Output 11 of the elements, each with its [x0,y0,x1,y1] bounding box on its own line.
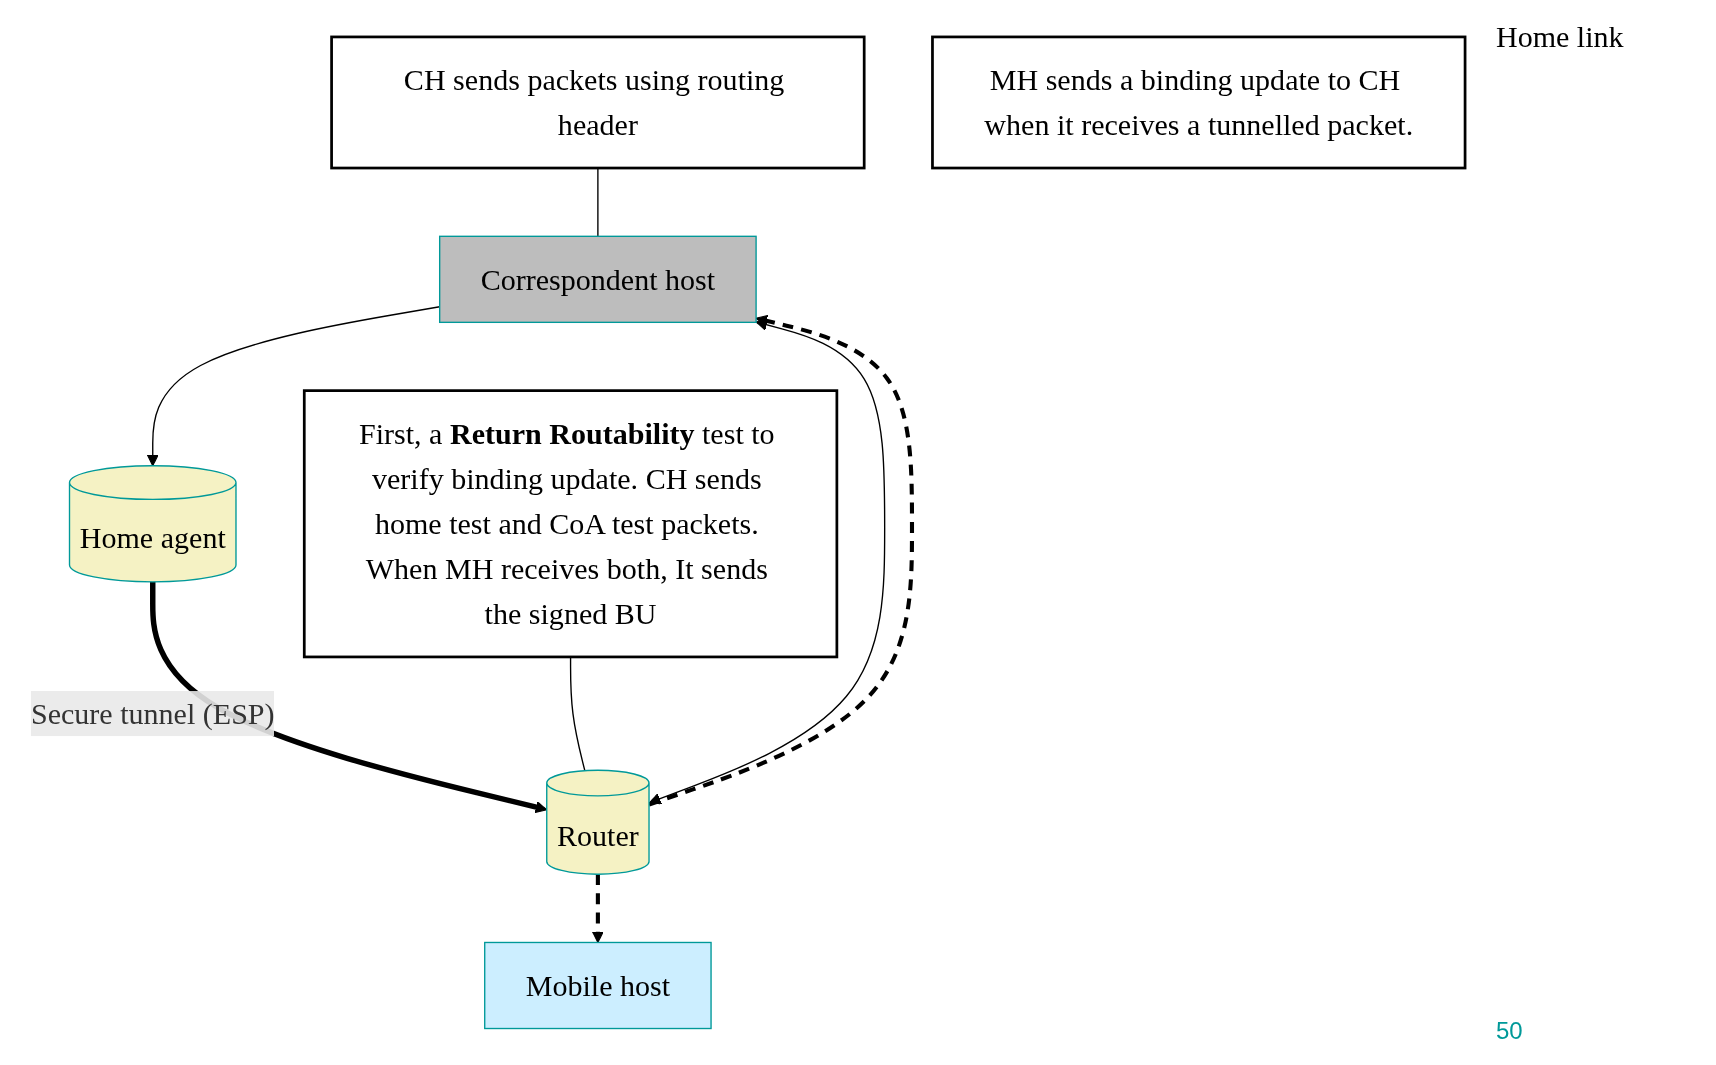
edge-label: Secure tunnel (ESP) [30,696,275,731]
region-label: Home link [1496,20,1625,54]
arrow [591,874,604,943]
page-number: 50 [1496,1017,1524,1045]
node-box: MH sends a binding update to CH when it receives a tunnelled packet. [931,35,1467,170]
node-box: Mobile host [484,941,712,1029]
connector [569,656,586,772]
node-box: CH sends packets using routing header [330,35,866,170]
node-box: Correspondent host [439,235,757,323]
connector [597,167,599,237]
node-box: First, a Return Routability test to verify binding update. CH sends home test and CoA test packets. When MH receives both, It sends the signed BU [302,389,839,659]
